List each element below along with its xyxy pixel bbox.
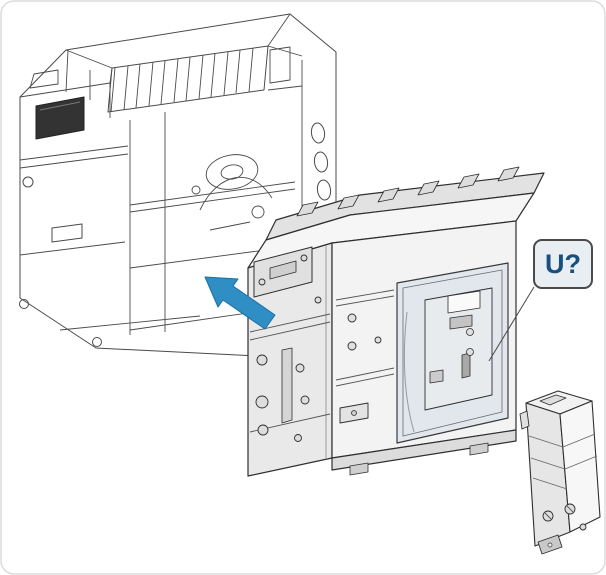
breaker-indicator — [429, 369, 444, 384]
chassis-side-holes — [310, 122, 332, 201]
chassis-mechanism — [191, 154, 273, 219]
accessory-screw-slots — [544, 505, 574, 520]
accessory-bottom-pin — [547, 542, 553, 548]
drawout-circuit-breaker — [247, 166, 545, 477]
breaker-window-screws — [466, 328, 474, 356]
breaker-rating-label — [447, 290, 481, 314]
breaker-base — [331, 429, 517, 471]
chassis-name-plate — [51, 223, 83, 243]
callout-label: U? — [545, 249, 581, 279]
breaker-racking-slot — [269, 260, 297, 280]
accessory-right-face — [559, 400, 601, 533]
accessory-terminal-block — [519, 390, 601, 555]
breaker-pole-curve — [403, 311, 415, 433]
chassis-interior-lines — [19, 13, 303, 335]
chassis-fin-block — [107, 45, 269, 113]
insertion-direction-arrow — [204, 276, 276, 330]
breaker-front-plate-screw — [351, 410, 357, 416]
callout: U? — [533, 239, 593, 289]
accessory-step — [519, 410, 530, 430]
chassis-handle-recess — [35, 96, 85, 140]
chassis-cradle-wireframe — [19, 13, 337, 359]
breaker-window-inner-frame — [402, 269, 503, 437]
callout-box — [533, 239, 593, 289]
breaker-lever — [461, 352, 471, 379]
breaker-front-screws — [347, 313, 382, 351]
breaker-rating-strip — [449, 314, 473, 330]
chassis-handle-highlight — [39, 101, 81, 111]
breaker-terminal-pads — [296, 166, 520, 217]
accessory-face-lines — [528, 433, 598, 490]
breaker-front-straps — [335, 289, 395, 387]
accessory-top-detail — [539, 394, 567, 406]
callout-leader-line — [488, 286, 535, 362]
chassis-fins — [110, 47, 254, 113]
breaker-side-slot — [281, 347, 293, 424]
breaker-side-bolts — [255, 254, 322, 442]
breaker-feet — [349, 442, 489, 476]
